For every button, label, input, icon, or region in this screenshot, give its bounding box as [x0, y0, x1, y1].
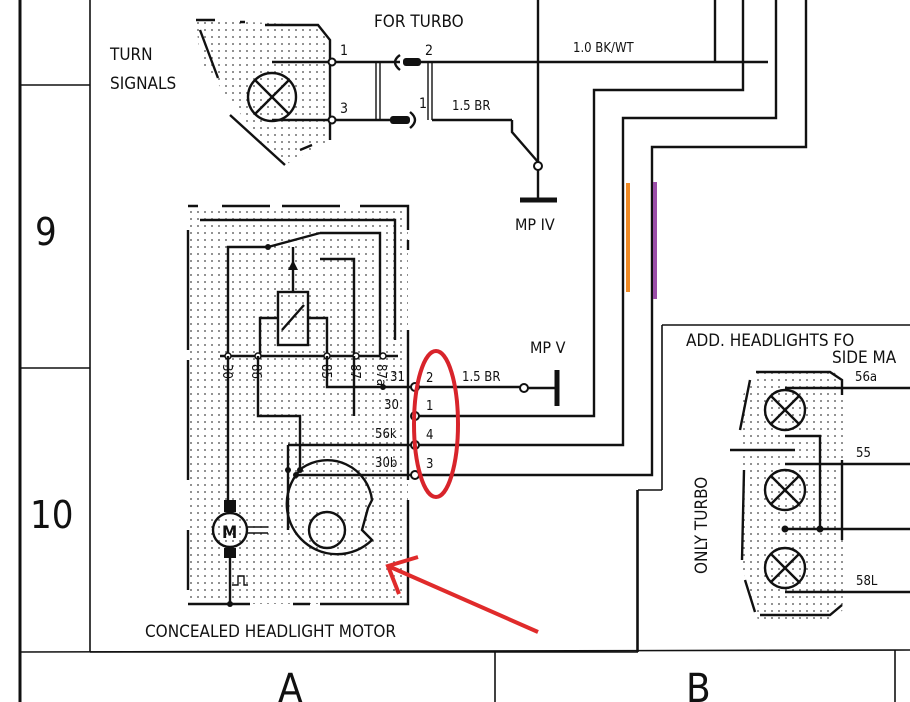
concealed-headlight-motor-label: CONCEALED HEADLIGHT MOTOR — [145, 622, 396, 642]
headlight-motor-block: M — [186, 204, 414, 607]
row-label-10: 10 — [30, 493, 74, 537]
circled-pin-3: 3 — [426, 457, 433, 472]
turbo-connector: 2 1 — [375, 43, 768, 129]
motor-terminal-56k: 56k — [375, 427, 397, 442]
wire-label-br-mid: 1.5 BR — [462, 370, 500, 385]
headlights-block — [730, 370, 910, 620]
motor-icon — [211, 511, 249, 549]
add-headlights-label-2: SIDE MA — [832, 348, 897, 368]
headlight-terminal-55: 55 — [856, 446, 871, 461]
headlight-lamp-2-icon — [763, 468, 807, 512]
motor-symbol: M — [222, 523, 237, 543]
only-turbo-label: ONLY TURBO — [692, 477, 712, 574]
circled-pin-4: 4 — [426, 428, 433, 443]
connector-pin-2: 2 — [425, 43, 433, 59]
circled-pin-2: 2 — [426, 371, 433, 386]
mp-v-label: MP V — [530, 338, 566, 357]
add-headlights-label-1: ADD. HEADLIGHTS FO — [686, 331, 854, 351]
relay-terminal-87a: 87a — [373, 364, 388, 386]
mp-iv-label: MP IV — [515, 215, 555, 234]
relay-terminal-31: 31 — [390, 370, 405, 385]
headlight-terminal-58l: 58L — [856, 574, 878, 589]
red-circle-annotation — [412, 349, 460, 499]
headlight-terminal-56a: 56a — [855, 370, 877, 385]
motor-terminal-30b: 30b — [375, 456, 397, 471]
turn-signal-pin-3: 3 — [340, 101, 348, 117]
wire-label-bk-wt: 1.0 BK/WT — [573, 41, 635, 56]
connector-pin-1: 1 — [419, 96, 427, 112]
relay-terminal-30: 30 — [219, 364, 234, 379]
relay-terminal-85: 85 — [318, 364, 333, 379]
wire-label-br-top: 1.5 BR — [452, 99, 490, 114]
turn-signals-label-1: TURN — [109, 45, 153, 65]
grid-frame — [18, 0, 910, 702]
col-label-a: A — [278, 666, 303, 702]
turn-signals-block: 1 3 — [196, 18, 400, 166]
turn-signal-pin-1: 1 — [340, 43, 348, 59]
red-arrow-annotation — [385, 555, 539, 634]
for-turbo-label: FOR TURBO — [374, 12, 464, 32]
headlight-lamp-1-icon — [763, 388, 807, 432]
row-label-9: 9 — [35, 210, 57, 254]
relay-terminal-87: 87 — [347, 364, 362, 379]
turn-signals-label-2: SIGNALS — [110, 74, 176, 94]
relay-terminal-86: 86 — [248, 364, 263, 379]
col-label-b: B — [686, 666, 711, 702]
headlight-lamp-3-icon — [763, 546, 807, 590]
circled-pin-1: 1 — [426, 399, 433, 414]
motor-terminal-30: 30 — [384, 398, 399, 413]
